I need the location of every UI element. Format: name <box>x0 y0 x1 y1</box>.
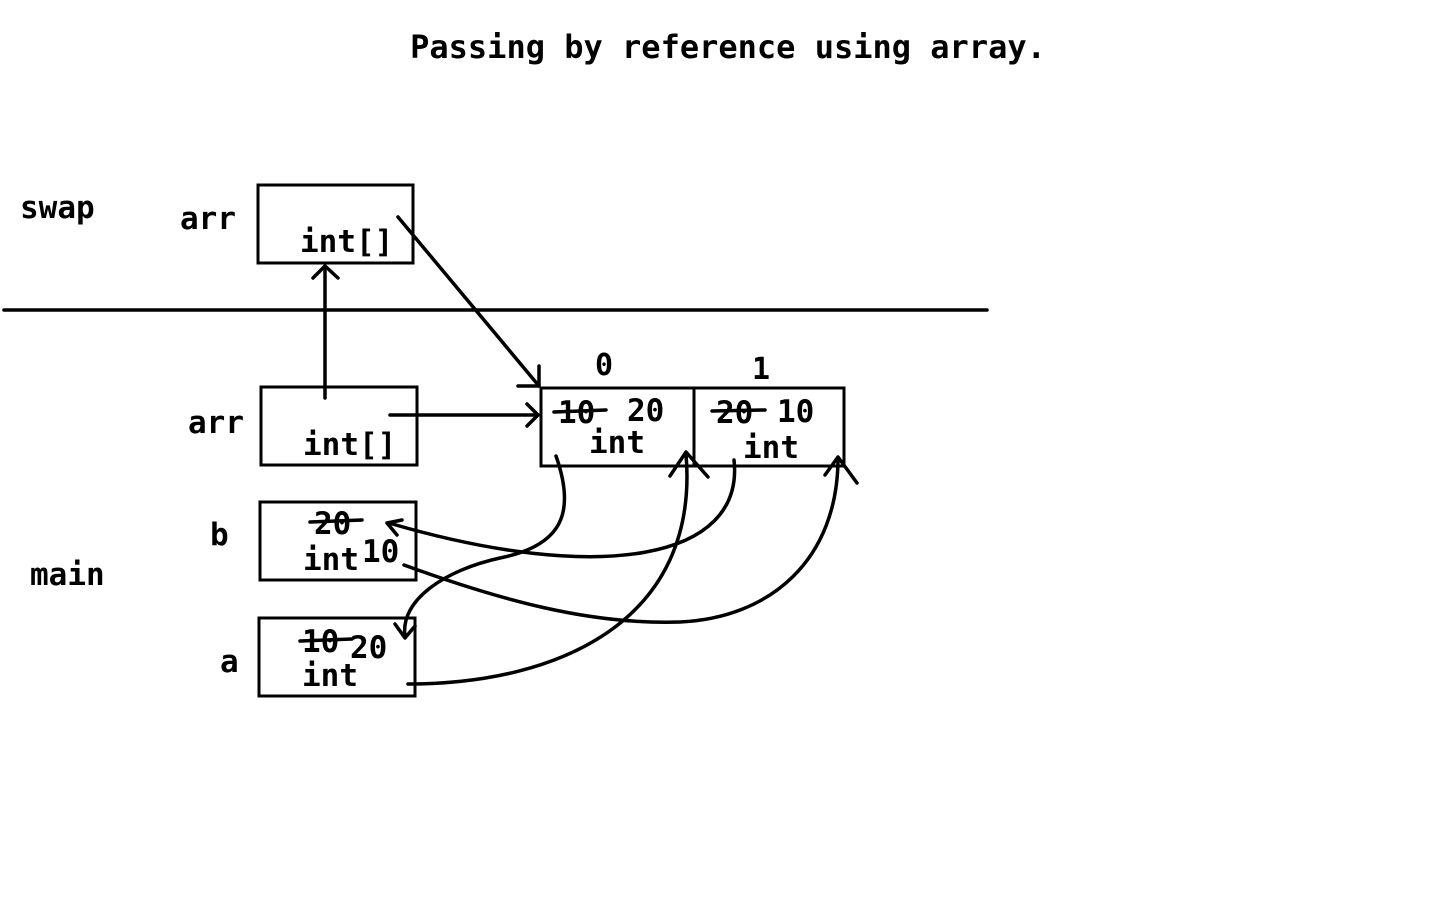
array-cell-1-box <box>692 386 846 468</box>
main-b-box <box>258 500 418 582</box>
main-b-old-value: 20 <box>314 506 351 542</box>
main-a-strike <box>298 637 354 643</box>
arrowhead-main-arr-to-swap-arr <box>311 264 340 280</box>
main-a-label: a <box>220 644 239 680</box>
main-arr-label: arr <box>188 405 244 441</box>
swap-arr-label: arr <box>180 201 236 237</box>
arrow-b-to-array-cell-1 <box>402 456 840 624</box>
array-index-0: 0 <box>595 348 613 383</box>
array-index-1: 1 <box>752 352 770 387</box>
main-arr-type: int[] <box>303 427 396 463</box>
main-b-strike <box>308 518 364 524</box>
arrow-array-cell-0-to-a <box>402 454 567 638</box>
array-cell-1-type: int <box>743 430 799 466</box>
array-cell-0-strike <box>552 408 608 414</box>
arrow-a-to-array-cell-0 <box>406 452 689 686</box>
arrow-swap-arr-to-array <box>396 215 541 388</box>
arrowhead-main-arr-to-array <box>525 402 540 428</box>
frame-label-swap: swap <box>20 190 95 226</box>
main-b-new-value: 10 <box>362 534 399 570</box>
arrowhead-a-to-array-cell-0 <box>668 450 710 479</box>
arrowhead-b-to-array-cell-1 <box>823 455 859 485</box>
main-a-type: int <box>302 658 358 694</box>
main-a-new-value: 20 <box>350 630 387 666</box>
arrowhead-array-cell-0-to-a <box>393 622 417 640</box>
main-a-box <box>257 616 417 698</box>
array-cell-0-type: int <box>589 425 645 461</box>
main-b-type: int <box>303 542 359 578</box>
frame-label-main: main <box>30 557 105 593</box>
arrowhead-array-cell-1-to-b <box>385 518 404 537</box>
array-cell-0-new-value: 20 <box>627 393 664 429</box>
swap-arr-type: int[] <box>300 224 393 260</box>
main-b-label: b <box>210 517 229 553</box>
array-cell-1-strike <box>710 408 767 413</box>
arrowhead-swap-arr-to-array <box>516 364 541 388</box>
arrow-array-cell-1-to-b <box>387 458 737 559</box>
array-cell-1-old-value: 20 <box>716 395 753 431</box>
main-arr-box <box>259 385 419 467</box>
array-cell-1-new-value: 10 <box>777 394 814 430</box>
swap-arr-box <box>256 183 415 265</box>
diagram-title: Passing by reference using array. <box>410 28 1046 66</box>
